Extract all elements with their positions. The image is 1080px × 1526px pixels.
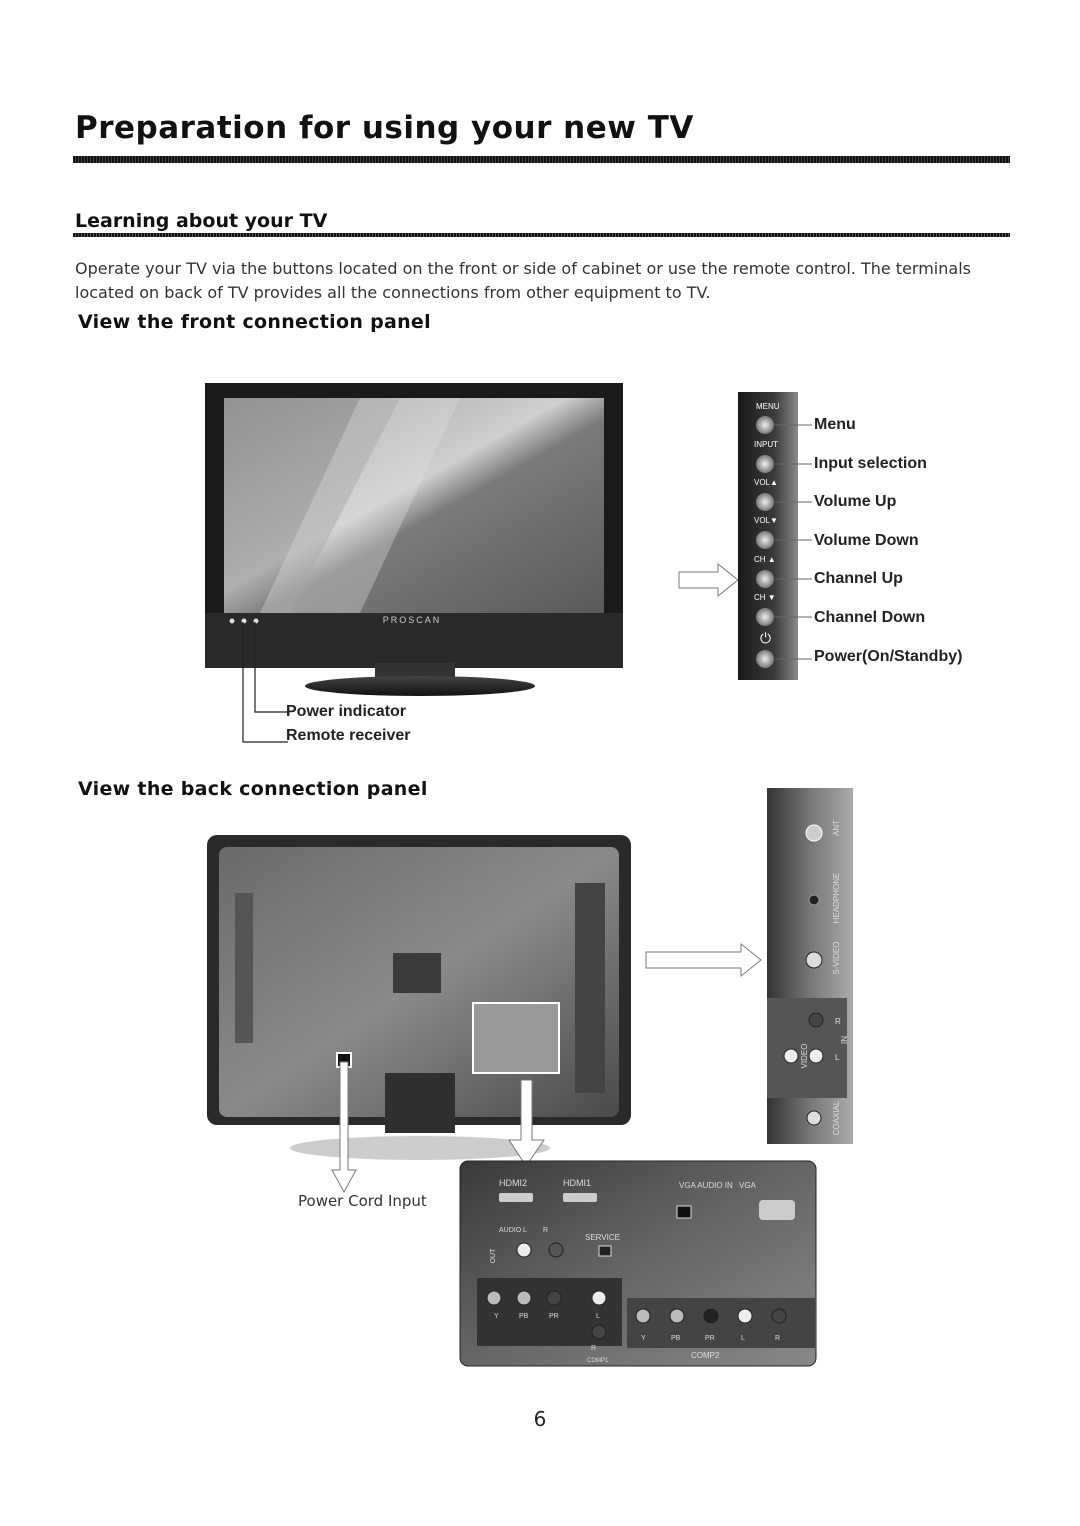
panel-label-voldown: VOL▼ [754, 516, 778, 525]
side-button-panel: MENU INPUT VOL▲ VOL▼ CH ▲ CH ▼ ⏻ [738, 392, 798, 680]
coaxial-port-icon [806, 1110, 822, 1126]
hdmi2-port-icon [499, 1193, 533, 1202]
comp1-label: COMP1 [587, 1358, 609, 1364]
callout-volume-down: Volume Down [814, 532, 919, 549]
audio-out-r-port-icon [548, 1242, 564, 1258]
comp1-l-label: L [596, 1313, 600, 1320]
port-label-out: OUT [490, 1248, 497, 1264]
comp1-pr-label: PR [549, 1313, 559, 1320]
section-title: Learning about your TV [75, 210, 328, 232]
tv-front-illustration: PROSCAN [205, 383, 623, 696]
intro-paragraph: Operate your TV via the buttons located … [75, 259, 971, 302]
volume-up-button-icon [756, 493, 774, 511]
port-label-vga-audio-in: VGA AUDIO IN [679, 1181, 733, 1190]
port-label-l: L [835, 1053, 840, 1062]
port-label-vga: VGA [739, 1181, 757, 1190]
port-label-service: SERVICE [585, 1233, 620, 1242]
indicator-callout-lines [242, 622, 288, 743]
panel-label-chup: CH ▲ [754, 555, 776, 564]
down-arrow-icon [508, 1079, 545, 1167]
callout-power: Power(On/Standby) [814, 648, 963, 665]
vga-port-icon [759, 1200, 795, 1220]
channel-up-button-icon [756, 570, 774, 588]
ant-port-icon [805, 824, 823, 842]
port-label-audio-l: L [523, 1227, 527, 1234]
port-label-hdmi2: HDMI2 [499, 1178, 527, 1188]
tv-back-illustration [207, 835, 631, 1160]
title-rule [73, 156, 1010, 163]
audio-out-l-port-icon [516, 1242, 532, 1258]
port-label-svideo: S-VIDEO [832, 942, 841, 975]
panel-label-menu: MENU [756, 402, 780, 411]
front-panel-heading: View the front connection panel [78, 311, 431, 333]
callout-volume-up: Volume Up [814, 493, 897, 510]
port-label-in: IN [840, 1036, 849, 1044]
remote-receiver-label: Remote receiver [286, 727, 411, 744]
headphone-port-icon [808, 894, 820, 906]
port-label-ant: ANT [832, 820, 841, 836]
comp2-pb-label: PB [671, 1335, 681, 1342]
svideo-port-icon [805, 951, 823, 969]
callout-channel-up: Channel Up [814, 570, 903, 587]
volume-down-button-icon [756, 531, 774, 549]
power-cord-arrow [331, 1061, 357, 1194]
power-icon: ⏻ [760, 630, 771, 646]
callout-menu: Menu [814, 416, 856, 433]
comp2-pr-label: PR [705, 1335, 715, 1342]
channel-down-button-icon [756, 608, 774, 626]
panel-label-volup: VOL▲ [754, 478, 778, 487]
comp2-r-label: R [775, 1335, 780, 1342]
comp1-r-label: R [591, 1345, 596, 1352]
section-rule [73, 233, 1010, 237]
power-cord-label: Power Cord Input [298, 1192, 427, 1210]
hdmi1-port-icon [563, 1193, 597, 1202]
panel-label-chdown: CH ▼ [754, 593, 776, 602]
port-label-headphone: HEADPHONE [832, 873, 841, 924]
video-port-icon [783, 1048, 799, 1064]
audio-r-port-icon [808, 1012, 824, 1028]
back-panel-heading: View the back connection panel [78, 778, 428, 800]
power-indicator-label: Power indicator [286, 703, 407, 720]
port-label-r: R [835, 1017, 841, 1026]
port-label-audio-r: R [543, 1227, 548, 1234]
power-button-icon [756, 650, 774, 668]
audio-l-port-icon [808, 1048, 824, 1064]
side-port-panel: ANT HEADPHONE S-VIDEO VIDEO R L IN COAXI… [767, 788, 853, 1144]
port-label-hdmi1: HDMI1 [563, 1178, 591, 1188]
port-label-coaxial: COAXIAL [832, 1100, 841, 1135]
port-label-audio: AUDIO [499, 1227, 522, 1234]
input-button-icon [756, 455, 774, 473]
vga-audio-port-icon [676, 1205, 692, 1219]
panel-label-input: INPUT [754, 440, 778, 449]
page-number: 6 [533, 1407, 547, 1431]
comp2-l-label: L [741, 1335, 745, 1342]
comp1-y-label: Y [494, 1313, 499, 1320]
comp2-y-label: Y [641, 1335, 646, 1342]
right-arrow-icon [645, 942, 762, 978]
arrow-icon [678, 562, 739, 598]
menu-button-icon [756, 416, 774, 434]
callout-input-selection: Input selection [814, 455, 927, 472]
power-indicator-light [229, 618, 235, 624]
button-callout-lines [798, 424, 812, 660]
brand-logo: PROSCAN [383, 615, 442, 625]
comp1-pb-label: PB [519, 1313, 529, 1320]
service-port-icon [598, 1245, 612, 1257]
bottom-port-panel: HDMI2 HDMI1 VGA AUDIO IN VGA AUDIO L R O… [459, 1160, 817, 1367]
callout-channel-down: Channel Down [814, 609, 926, 626]
port-label-video: VIDEO [800, 1044, 809, 1069]
page-title: Preparation for using your new TV [75, 110, 694, 146]
comp2-label: COMP2 [691, 1351, 720, 1360]
